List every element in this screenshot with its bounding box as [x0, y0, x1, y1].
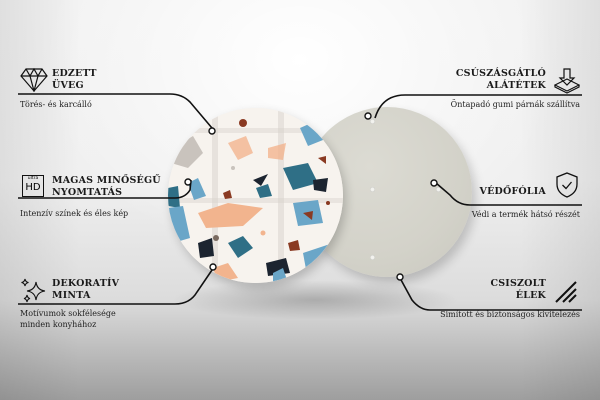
rubber-pad	[436, 187, 441, 192]
rubber-pad	[370, 255, 375, 260]
coaster-front-terrazzo	[168, 108, 343, 283]
feature-title: CSISZOLT	[490, 278, 546, 289]
terrazzo-pattern	[168, 108, 343, 283]
shield-check-icon	[556, 172, 578, 198]
rubber-pad	[370, 119, 375, 124]
feature-title: VÉDŐFÓLIA	[479, 186, 546, 197]
diamond-icon	[20, 68, 48, 92]
feature-description: Motívumok sokfélesége	[20, 309, 116, 318]
feature-description: Törés- és karcálló	[20, 100, 92, 109]
feature-title: ÉLEK	[515, 290, 546, 301]
feature-title: ALÁTÉTEK	[486, 80, 546, 91]
feature-description: Védi a termék hátsó részét	[471, 210, 580, 219]
feature-description: Simított és biztonságos kivitelezés	[440, 310, 580, 319]
feature-description: Intenzív színek és éles kép	[20, 209, 129, 218]
feature-title: CSÚSZÁSGÁTLÓ	[455, 68, 546, 79]
background-vignette-right	[520, 0, 600, 400]
background-vignette-left	[0, 0, 80, 400]
feature-title: ÜVEG	[52, 80, 84, 91]
anti-slip-pad-icon	[554, 68, 580, 94]
feature-title: DEKORATÍV	[52, 278, 120, 289]
feature-title: MAGAS MINŐSÉGŰ	[52, 175, 161, 186]
feature-title: MINTA	[52, 290, 91, 301]
sparkles-icon	[21, 278, 46, 303]
feature-title: EDZETT	[52, 68, 97, 79]
rubber-pad	[370, 187, 375, 192]
feature-description: minden konyhához	[20, 320, 97, 329]
feature-title: NYOMTATÁS	[52, 187, 123, 198]
polished-edge-icon	[555, 281, 577, 303]
feature-description: Öntapadó gumi párnák szállítva	[450, 100, 580, 109]
ultra-hd-icon: ultra HD	[22, 175, 44, 197]
